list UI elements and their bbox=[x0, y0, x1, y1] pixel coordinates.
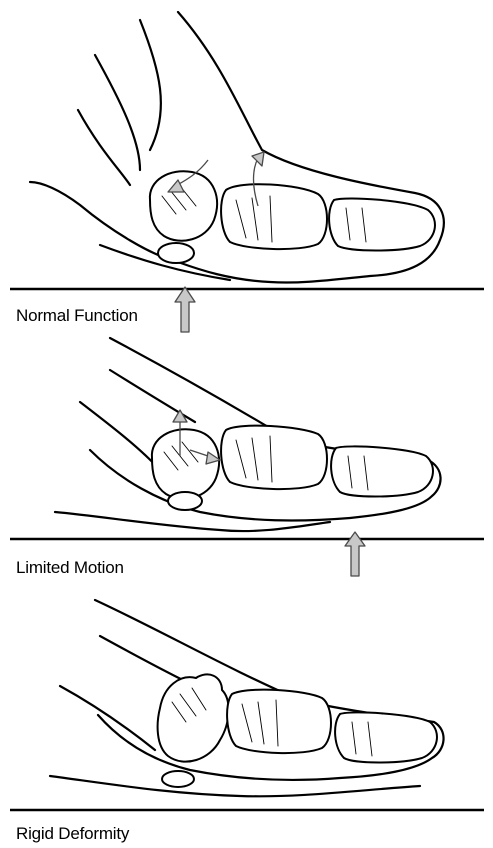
foot-illustration-normal bbox=[0, 0, 493, 330]
leg-line-left bbox=[140, 20, 161, 150]
leg-line-outer bbox=[78, 110, 130, 185]
distal-phalanx bbox=[335, 712, 437, 762]
sesamoid-bone bbox=[158, 243, 194, 263]
distal-phalanx bbox=[329, 198, 435, 250]
foot-illustration-limited bbox=[0, 330, 493, 590]
leg-line-inner bbox=[95, 55, 140, 170]
caption-limited-motion: Limited Motion bbox=[16, 558, 124, 578]
leg-line-outer bbox=[80, 402, 160, 470]
panel-limited-motion: Limited Motion bbox=[0, 330, 493, 590]
caption-normal-function: Normal Function bbox=[16, 306, 138, 326]
metatarsal-head bbox=[152, 429, 219, 499]
proximal-phalanx bbox=[221, 184, 327, 249]
rotation-arrow-right-head bbox=[252, 152, 264, 166]
metatarsal-head bbox=[158, 674, 229, 761]
sole-line bbox=[50, 776, 420, 796]
sesamoid-bone bbox=[162, 771, 194, 787]
distal-phalanx bbox=[331, 446, 433, 496]
force-arrow-up bbox=[175, 287, 195, 332]
caption-rigid-deformity: Rigid Deformity bbox=[16, 824, 129, 844]
sole-line bbox=[55, 512, 330, 531]
proximal-phalanx bbox=[221, 426, 327, 489]
leg-line-outer bbox=[60, 686, 155, 750]
panel-rigid-deformity: Rigid Deformity bbox=[0, 590, 493, 848]
panel-normal-function: Normal Function bbox=[0, 0, 493, 330]
foot-illustration-rigid bbox=[0, 590, 493, 848]
sesamoid-bone bbox=[168, 492, 202, 510]
proximal-phalanx bbox=[227, 690, 331, 753]
